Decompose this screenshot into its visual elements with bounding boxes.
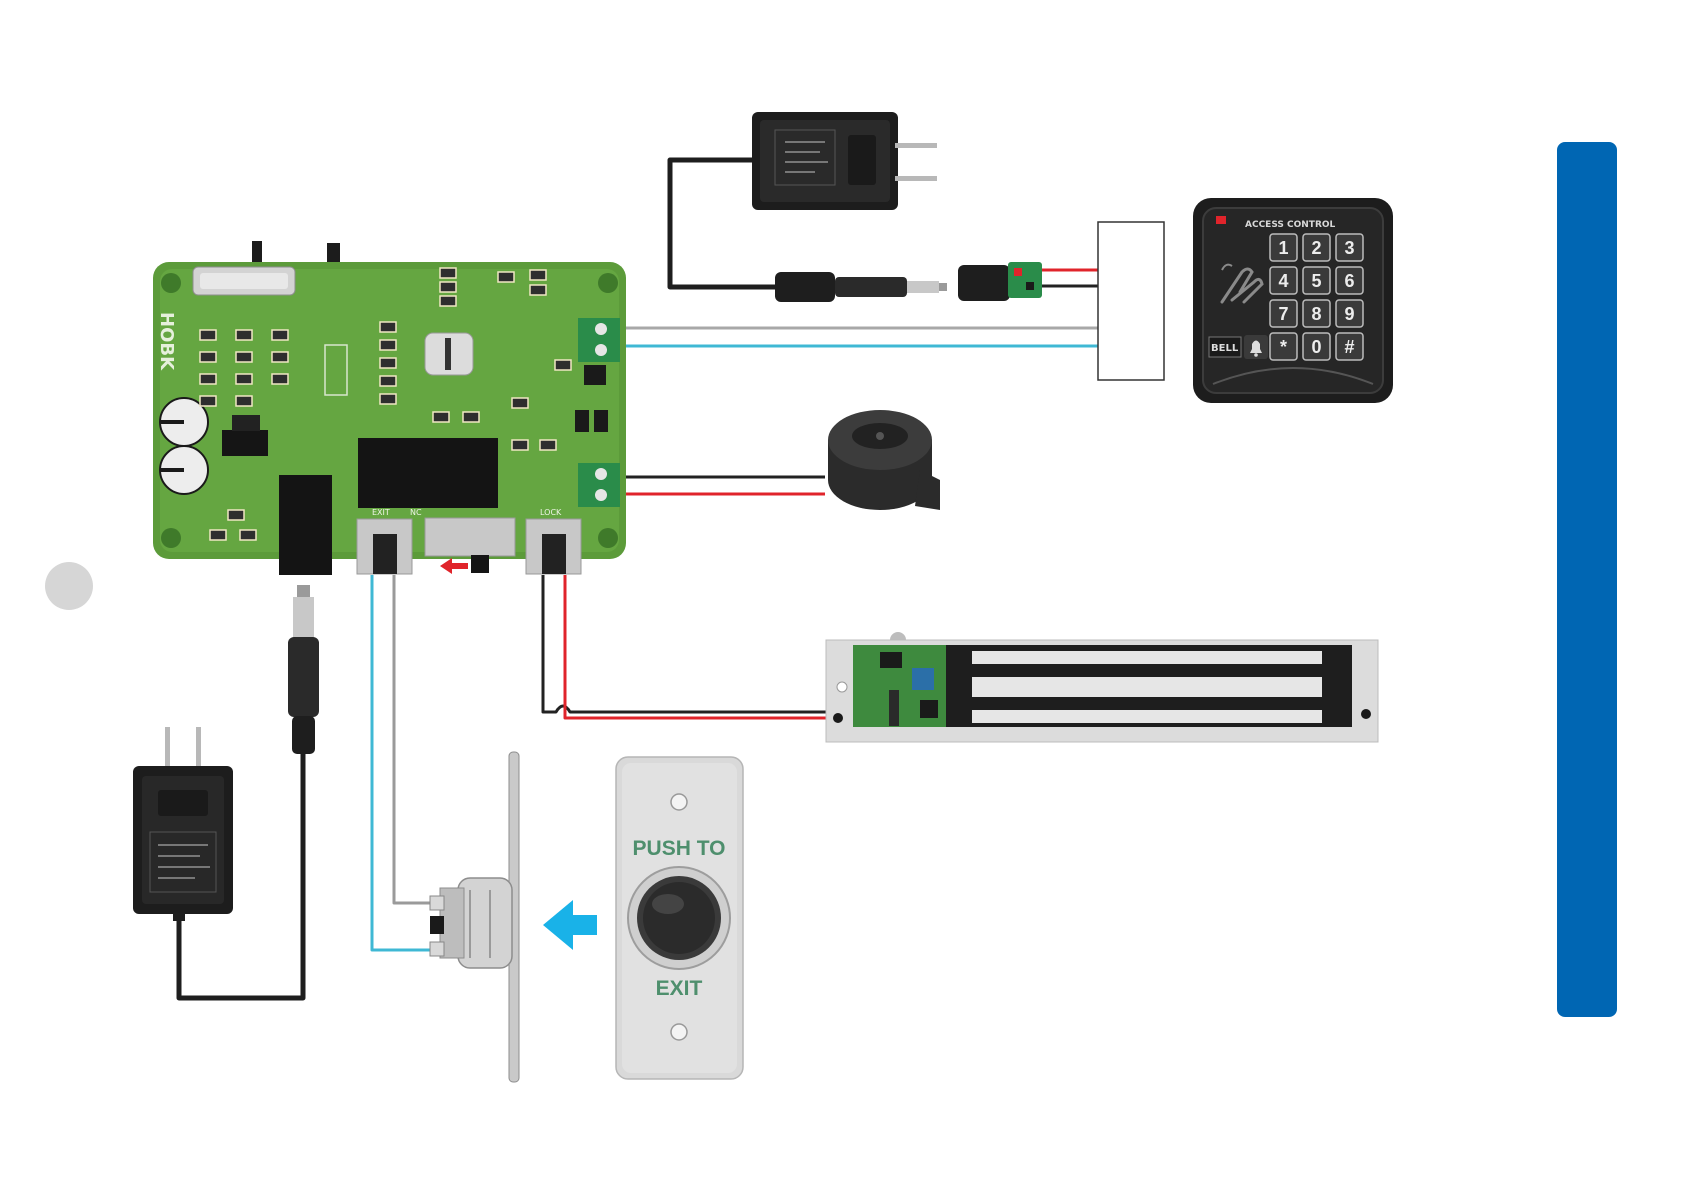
- dc-male-plug-bottom: [288, 585, 319, 754]
- smd-component: [463, 412, 479, 422]
- exit-port-label: EXIT: [372, 508, 390, 517]
- exit-button-front-view: PUSH TO EXIT: [616, 757, 743, 1079]
- lock-wire-red: [565, 575, 860, 718]
- smd-component: [236, 330, 252, 340]
- keypad-key-7: 7: [1278, 304, 1288, 324]
- smd-component: [530, 285, 546, 295]
- bell-icon: [1244, 335, 1268, 359]
- smd-component: [200, 352, 216, 362]
- nc-port-label: NC: [410, 508, 422, 517]
- smd-component: [380, 376, 396, 386]
- smd-component: [210, 530, 226, 540]
- smd-component: [540, 440, 556, 450]
- exit-button-side-view: [430, 752, 519, 1082]
- accent-side-bar: [1557, 142, 1617, 1017]
- smd-component: [200, 396, 216, 406]
- smd-component: [380, 394, 396, 404]
- bottom-power-adapter: [133, 727, 233, 921]
- smd-component: [236, 352, 252, 362]
- buzzer: [828, 410, 940, 510]
- exit-wire-gray: [394, 575, 440, 903]
- smd-component: [380, 322, 396, 332]
- keypad-key-4: 4: [1278, 271, 1288, 291]
- smd-component: [440, 268, 456, 278]
- keypad-key-#: #: [1344, 337, 1354, 357]
- keypad-key-3: 3: [1344, 238, 1354, 258]
- page-marker-dot: [45, 562, 93, 610]
- keypad-key-2: 2: [1311, 238, 1321, 258]
- keypad-key-0: 0: [1311, 337, 1321, 357]
- magnetic-lock: [826, 632, 1378, 742]
- keypad-key-1: 1: [1278, 238, 1288, 258]
- smd-component: [440, 282, 456, 292]
- keypad-wiring-box: [1098, 222, 1164, 380]
- top-power-adapter: [752, 112, 937, 210]
- dc-male-plug-top: [775, 272, 947, 302]
- keypad-bell-label: BELL: [1211, 343, 1239, 354]
- smd-component: [530, 270, 546, 280]
- smd-component: [272, 330, 288, 340]
- smd-component: [380, 340, 396, 350]
- smd-component: [380, 358, 396, 368]
- smd-component: [555, 360, 571, 370]
- smd-component: [200, 374, 216, 384]
- dc-female-plug-top: [958, 262, 1042, 301]
- smd-component: [512, 398, 528, 408]
- keypad-heading: ACCESS CONTROL: [1245, 220, 1336, 230]
- controller-pcb: HOBK EXIT NC LOCK: [153, 241, 626, 575]
- exit-wire-blue: [372, 575, 440, 950]
- board-brand: HOBK: [156, 312, 177, 371]
- smd-component: [240, 530, 256, 540]
- smd-component: [236, 374, 252, 384]
- keypad-key-8: 8: [1311, 304, 1321, 324]
- smd-component: [440, 296, 456, 306]
- smd-component: [228, 510, 244, 520]
- left-arrow-icon: [440, 558, 468, 574]
- keypad-key-*: *: [1280, 337, 1287, 357]
- exit-button-top-text: PUSH TO: [633, 837, 726, 860]
- blue-left-arrow-icon: [543, 900, 597, 950]
- smd-component: [512, 440, 528, 450]
- exit-button-bottom-text: EXIT: [656, 977, 703, 1000]
- smd-component: [200, 330, 216, 340]
- lock-port-label: LOCK: [540, 508, 562, 517]
- keypad-key-6: 6: [1344, 271, 1354, 291]
- smd-component: [236, 396, 252, 406]
- smd-component: [498, 272, 514, 282]
- keypad-key-9: 9: [1344, 304, 1354, 324]
- access-control-keypad: ACCESS CONTROL BELL 1 2 3 4 5 6 7 8 9 * 0 #: [1193, 198, 1393, 403]
- keypad-key-5: 5: [1311, 271, 1321, 291]
- smd-component: [433, 412, 449, 422]
- smd-component: [272, 374, 288, 384]
- lock-wire-black: [543, 575, 838, 712]
- smd-component: [272, 352, 288, 362]
